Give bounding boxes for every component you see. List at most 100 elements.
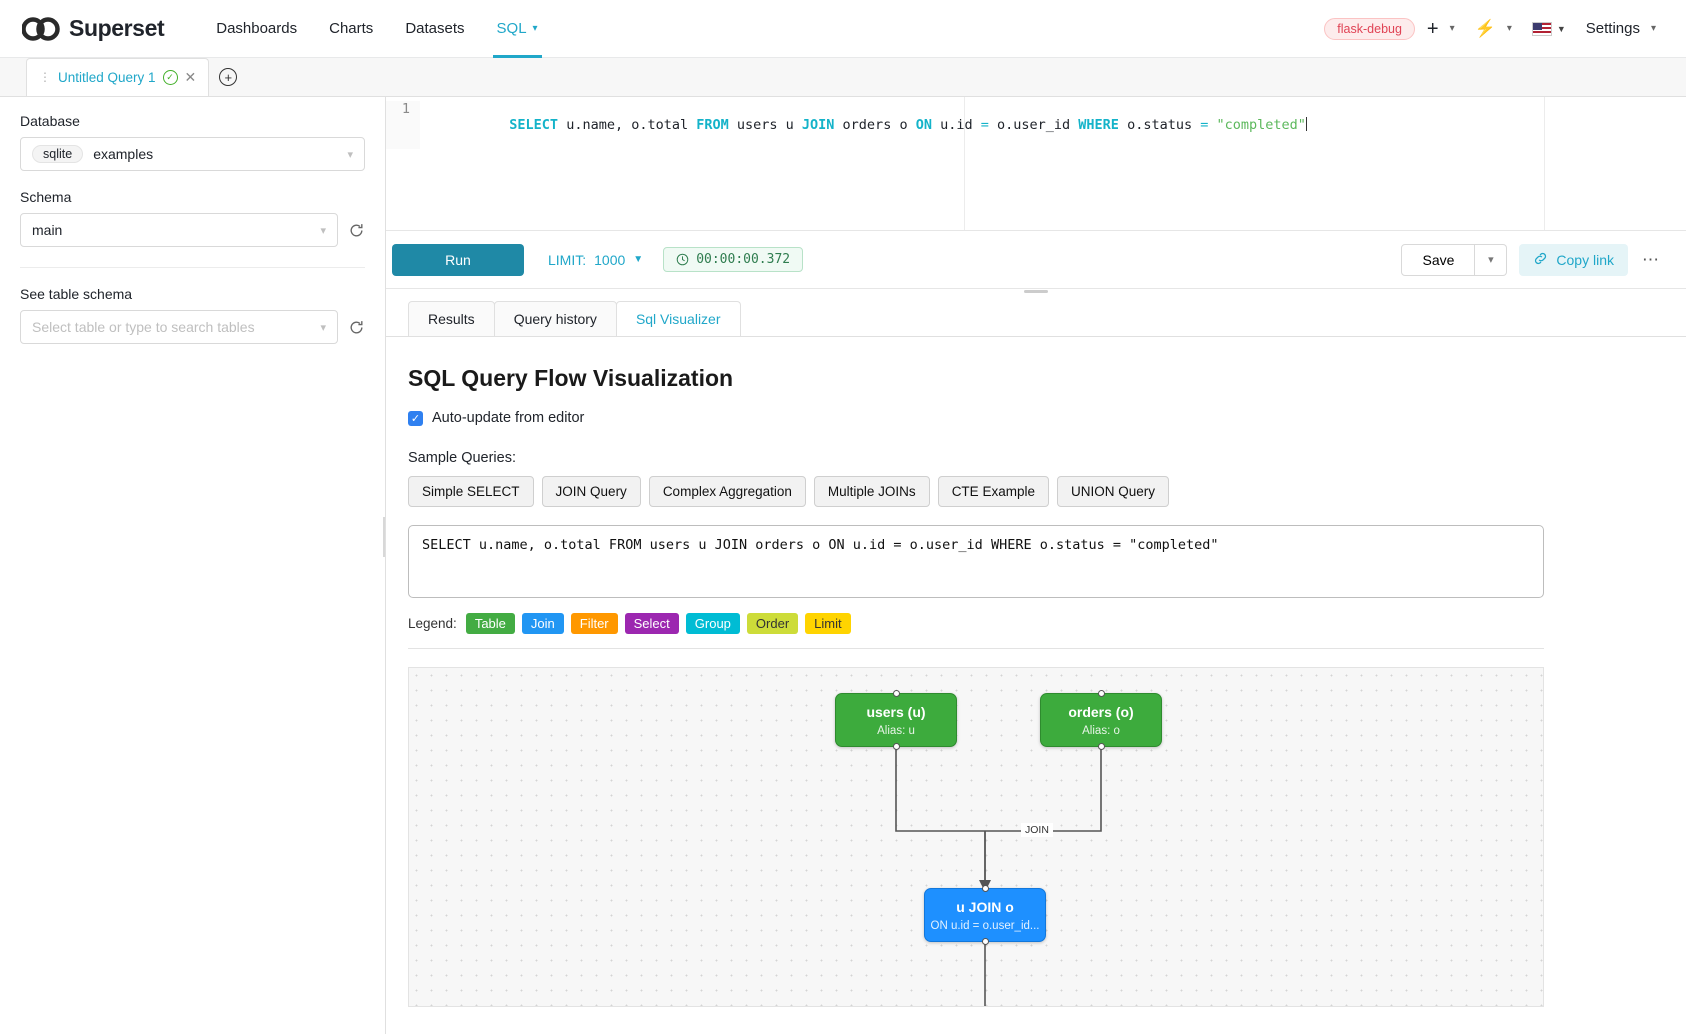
query-config-panel: Database sqlite examples ▾ Schema main ▾ [0, 97, 386, 1034]
save-button-group: Save ▾ [1401, 244, 1507, 276]
top-navbar: Superset Dashboards Charts Datasets SQL … [0, 0, 1686, 58]
table-field-group: See table schema Select table or type to… [20, 286, 365, 344]
legend-badge-group: Group [686, 613, 740, 634]
node-title: users (u) [866, 704, 925, 720]
auto-update-checkbox[interactable]: ✓ [408, 411, 423, 426]
settings-menu[interactable]: Settings ▾ [1578, 14, 1664, 43]
sql-token: orders o [834, 117, 915, 133]
language-menu[interactable]: ▼ [1524, 16, 1574, 42]
refresh-schema-icon[interactable] [348, 222, 365, 239]
nav-link-label: Dashboards [216, 20, 297, 37]
sample-button-complex-aggregation[interactable]: Complex Aggregation [649, 476, 806, 507]
sql-token: u.id [932, 117, 981, 133]
legend: Legend: Table Join Filter Select Group O… [408, 613, 1648, 634]
flow-edges [409, 668, 1544, 1007]
chevron-down-icon: ▾ [533, 23, 538, 34]
nav-link-label: SQL [497, 20, 527, 37]
sample-button-cte-example[interactable]: CTE Example [938, 476, 1049, 507]
editor-code-line: SELECT u.name, o.total FROM users u JOIN… [420, 101, 1307, 149]
save-dropdown-toggle[interactable]: ▾ [1475, 244, 1507, 276]
flask-debug-badge: flask-debug [1324, 18, 1415, 40]
tab-sql-visualizer[interactable]: Sql Visualizer [616, 301, 741, 337]
flow-node-orders[interactable]: orders (o) Alias: o [1040, 693, 1162, 747]
add-query-tab-button[interactable]: + [209, 58, 247, 96]
legend-badge-order: Order [747, 613, 798, 634]
alerts-reports-menu[interactable]: ⚡ ▾ [1467, 14, 1520, 43]
nav-links: Dashboards Charts Datasets SQL ▾ [200, 0, 553, 58]
nav-link-label: Charts [329, 20, 373, 37]
query-editor-panel: 1 SELECT u.name, o.total FROM users u JO… [386, 97, 1686, 1034]
sql-token: o.status [1119, 117, 1200, 133]
query-tab-untitled-query-1[interactable]: ⋮ Untitled Query 1 ✓ ✕ [26, 58, 209, 96]
new-item-menu[interactable]: + ▾ [1419, 13, 1463, 45]
plus-icon: + [1427, 19, 1439, 39]
nav-link-dashboards[interactable]: Dashboards [200, 0, 313, 58]
sql-token: JOIN [802, 117, 835, 133]
page-title: SQL Query Flow Visualization [408, 365, 1648, 392]
sample-button-multiple-joins[interactable]: Multiple JOINs [814, 476, 930, 507]
edge-label-join: JOIN [1021, 823, 1053, 837]
editor-resize-handle[interactable] [1024, 290, 1048, 293]
visualizer-query-input[interactable] [408, 525, 1544, 598]
database-engine-pill: sqlite [32, 145, 83, 163]
legend-badge-select: Select [625, 613, 679, 634]
sample-button-union-query[interactable]: UNION Query [1057, 476, 1169, 507]
settings-label: Settings [1586, 20, 1640, 37]
us-flag-icon [1532, 22, 1552, 36]
legend-badge-filter: Filter [571, 613, 618, 634]
copy-link-button[interactable]: Copy link [1519, 244, 1628, 276]
query-tab-label: Untitled Query 1 [58, 70, 156, 85]
schema-value: main [32, 222, 62, 238]
sql-token: o.user_id [989, 117, 1078, 133]
schema-field-group: Schema main ▾ [20, 189, 365, 247]
sample-button-simple-select[interactable]: Simple SELECT [408, 476, 534, 507]
database-select[interactable]: sqlite examples ▾ [20, 137, 365, 171]
nav-link-datasets[interactable]: Datasets [389, 0, 480, 58]
nav-link-charts[interactable]: Charts [313, 0, 389, 58]
run-button[interactable]: Run [392, 244, 524, 276]
node-title: u JOIN o [956, 899, 1014, 915]
workspace: Database sqlite examples ▾ Schema main ▾ [0, 97, 1686, 1034]
limit-dropdown[interactable]: LIMIT: 1000 ▼ [548, 252, 643, 268]
legend-badge-join: Join [522, 613, 564, 634]
drag-handle-icon[interactable]: ⋮ [39, 73, 51, 83]
plus-circle-icon: + [219, 68, 237, 86]
superset-infinity-logo-icon [22, 17, 60, 41]
chevron-down-icon: ▾ [1507, 23, 1512, 34]
sql-editor[interactable]: 1 SELECT u.name, o.total FROM users u JO… [386, 97, 1686, 231]
ellipsis-icon[interactable]: ⋯ [1638, 250, 1664, 270]
sample-queries-label: Sample Queries: [408, 450, 1648, 466]
refresh-tables-icon[interactable] [348, 319, 365, 336]
chevron-down-icon: ▾ [1450, 23, 1455, 34]
sample-button-join-query[interactable]: JOIN Query [542, 476, 641, 507]
node-port-top [1098, 690, 1105, 697]
close-icon[interactable]: ✕ [185, 69, 197, 86]
brand-logo-group[interactable]: Superset [22, 15, 164, 42]
node-title: orders (o) [1068, 704, 1133, 720]
editor-column-guide [1544, 97, 1545, 230]
nav-link-sql[interactable]: SQL ▾ [481, 0, 554, 58]
timer-value: 00:00:00.372 [696, 252, 790, 267]
copy-link-label: Copy link [1556, 252, 1614, 268]
node-port-top [982, 885, 989, 892]
query-flow-canvas[interactable]: JOIN users (u) Alias: u orders (o) Alias… [408, 667, 1544, 1007]
chevron-down-icon: ▾ [1651, 23, 1656, 34]
flow-node-users[interactable]: users (u) Alias: u [835, 693, 957, 747]
database-field-group: Database sqlite examples ▾ [20, 113, 365, 171]
schema-select[interactable]: main ▾ [20, 213, 338, 247]
limit-label: LIMIT: [548, 252, 586, 268]
sql-token: FROM [696, 117, 729, 133]
flow-node-join[interactable]: u JOIN o ON u.id = o.user_id... [924, 888, 1046, 942]
query-tab-bar: ⋮ Untitled Query 1 ✓ ✕ + [0, 58, 1686, 97]
save-button[interactable]: Save [1401, 244, 1475, 276]
table-search-input[interactable]: Select table or type to search tables ▾ [20, 310, 338, 344]
brand-name: Superset [69, 15, 164, 42]
tab-results[interactable]: Results [408, 301, 495, 337]
legend-badge-limit: Limit [805, 613, 850, 634]
node-subtitle: Alias: o [1082, 725, 1120, 737]
check-circle-icon: ✓ [163, 70, 178, 85]
tab-query-history[interactable]: Query history [494, 301, 617, 337]
sql-token: WHERE [1078, 117, 1119, 133]
legend-divider [408, 648, 1544, 649]
sql-token: u.name, o.total [558, 117, 696, 133]
